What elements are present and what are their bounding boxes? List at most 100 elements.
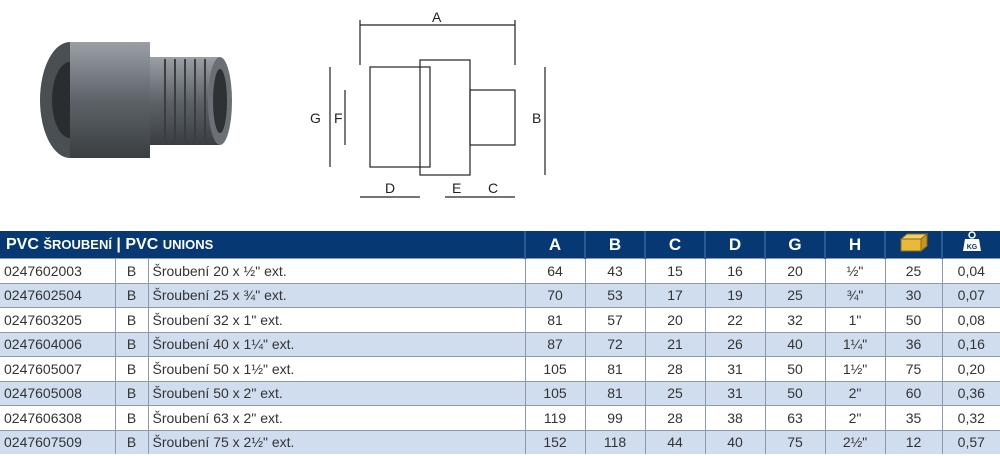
dim-b: 118 [584, 429, 646, 454]
dim-g: 25 [764, 282, 826, 308]
dim-a: 81 [524, 307, 586, 332]
type: B [114, 307, 148, 332]
dim-b: 57 [584, 307, 646, 332]
dim-d: 31 [704, 380, 766, 406]
dim-g: 50 [764, 356, 826, 381]
type: B [114, 380, 148, 406]
pack-qty: 35 [884, 405, 943, 430]
pack-qty: 75 [884, 356, 943, 381]
pack-qty: 25 [884, 258, 943, 283]
type: B [114, 405, 148, 430]
pack-qty: 50 [884, 307, 943, 332]
product-photo [40, 42, 232, 158]
dim-h: 2" [824, 380, 886, 406]
dim-a: 119 [524, 405, 586, 430]
dim-c: 25 [644, 380, 706, 406]
dim-a: 152 [524, 429, 586, 454]
dim-b: 99 [584, 405, 646, 430]
dim-b: 43 [584, 258, 646, 283]
dim-g: 40 [764, 331, 826, 357]
dim-g: 32 [764, 307, 826, 332]
dim-h: 1" [824, 307, 886, 332]
product-code: 0247607509 [0, 429, 115, 454]
product-table: PVC ŠROUBENÍ | PVC UNIONS A B C D G H KG… [0, 231, 1000, 454]
weight: 0,04 [941, 258, 1000, 283]
dim-c: 17 [644, 282, 706, 308]
product-code: 0247604006 [0, 331, 115, 357]
dim-h: ½" [824, 258, 886, 283]
label-a: A [432, 9, 442, 25]
label-f: F [334, 110, 343, 126]
pack-qty: 36 [884, 331, 943, 357]
weight: 0,07 [941, 282, 1000, 308]
dim-d: 40 [704, 429, 766, 454]
pack-qty: 60 [884, 380, 943, 406]
product-code: 0247605007 [0, 356, 115, 381]
description: Šroubení 63 x 2" ext. [147, 405, 526, 430]
description: Šroubení 40 x 1¼" ext. [147, 331, 526, 357]
col-g: G [764, 231, 826, 259]
dim-c: 15 [644, 258, 706, 283]
description: Šroubení 50 x 1½" ext. [147, 356, 526, 381]
dim-h: ¾" [824, 282, 886, 308]
col-b: B [584, 231, 646, 259]
weight: 0,16 [941, 331, 1000, 357]
product-code: 0247602003 [0, 258, 115, 283]
product-code: 0247606308 [0, 405, 115, 430]
pack-qty: 30 [884, 282, 943, 308]
pack-qty: 12 [884, 429, 943, 454]
description: Šroubení 32 x 1" ext. [147, 307, 526, 332]
product-code: 0247602504 [0, 282, 115, 308]
dim-g: 75 [764, 429, 826, 454]
dim-a: 64 [524, 258, 586, 283]
dim-a: 105 [524, 380, 586, 406]
description: Šroubení 50 x 2" ext. [147, 380, 526, 406]
dim-a: 70 [524, 282, 586, 308]
dim-c: 20 [644, 307, 706, 332]
col-pack [884, 231, 943, 259]
dim-a: 87 [524, 331, 586, 357]
dim-d: 31 [704, 356, 766, 381]
type: B [114, 258, 148, 283]
type: B [114, 282, 148, 308]
table-title: PVC ŠROUBENÍ | PVC UNIONS [0, 231, 526, 259]
col-weight: KG [941, 231, 1000, 259]
col-d: D [704, 231, 766, 259]
dim-c: 21 [644, 331, 706, 357]
type: B [114, 356, 148, 381]
label-b: B [532, 110, 541, 126]
weight: 0,20 [941, 356, 1000, 381]
dim-d: 26 [704, 331, 766, 357]
col-a: A [524, 231, 586, 259]
label-c: C [488, 180, 498, 196]
dim-g: 63 [764, 405, 826, 430]
kg-weight-icon: KG [962, 231, 981, 251]
type: B [114, 331, 148, 357]
dim-b: 53 [584, 282, 646, 308]
dim-c: 44 [644, 429, 706, 454]
description: Šroubení 25 x ¾" ext. [147, 282, 526, 308]
dim-h: 1¼" [824, 331, 886, 357]
weight: 0,36 [941, 380, 1000, 406]
dim-d: 22 [704, 307, 766, 332]
weight: 0,32 [941, 405, 1000, 430]
dim-h: 2" [824, 405, 886, 430]
label-e: E [452, 180, 461, 196]
dim-b: 81 [584, 356, 646, 381]
dim-b: 72 [584, 331, 646, 357]
description: Šroubení 20 x ½" ext. [147, 258, 526, 283]
svg-text:KG: KG [966, 244, 977, 251]
dim-d: 19 [704, 282, 766, 308]
product-code: 0247605008 [0, 380, 115, 406]
dim-g: 20 [764, 258, 826, 283]
dim-h: 2½" [824, 429, 886, 454]
weight: 0,57 [941, 429, 1000, 454]
box-icon [899, 232, 928, 253]
